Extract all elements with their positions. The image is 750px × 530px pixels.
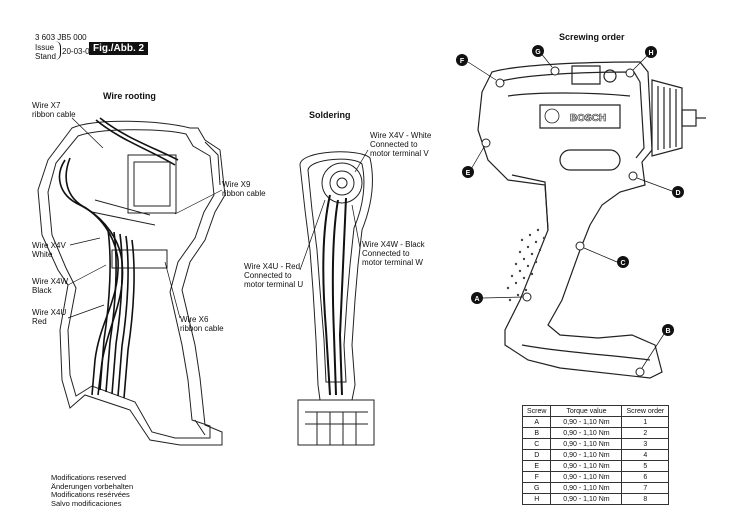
- svg-text:H: H: [648, 50, 653, 57]
- label-solder-x4w: Wire X4W - Black Connected to motor term…: [362, 240, 425, 267]
- cell-order: 6: [621, 471, 670, 483]
- cell-order: 5: [621, 460, 670, 472]
- cell-screw: F: [521, 471, 552, 483]
- cell-torque: 0,90 - 1,10 Nm: [550, 471, 623, 483]
- soldering-title: Soldering: [309, 110, 351, 120]
- cell-screw: D: [521, 449, 552, 461]
- svg-text:B: B: [665, 328, 670, 335]
- col-screw: Screw: [521, 405, 552, 417]
- wire-rooting-leaders: [67, 117, 223, 319]
- col-torque-value: Torque value: [550, 405, 623, 417]
- svg-text:D: D: [675, 190, 680, 197]
- soldering-housing: [297, 151, 375, 446]
- brace: [55, 41, 61, 60]
- marker-G: G: [532, 45, 544, 57]
- marker-H: H: [645, 46, 657, 58]
- marker-C: C: [617, 256, 629, 268]
- label-wire-x7: Wire X7 ribbon cable: [32, 101, 76, 119]
- svg-text:F: F: [460, 58, 465, 65]
- label-wire-x6: Wire X6 ribbon cable: [180, 315, 224, 333]
- label-wire-x4w-black: Wire X4W Black: [32, 277, 68, 295]
- wire-rooting-title: Wire rooting: [103, 91, 156, 101]
- cell-order: 4: [621, 449, 670, 461]
- cell-screw: H: [521, 493, 552, 505]
- drill-outline: [477, 61, 706, 379]
- label-wire-x9: Wire X9 ribbon cable: [222, 180, 266, 198]
- stand-label: Stand: [35, 52, 56, 61]
- svg-text:G: G: [535, 49, 541, 56]
- cell-order: 2: [621, 427, 670, 439]
- cell-torque: 0,90 - 1,10 Nm: [550, 460, 623, 472]
- brand-logo: BOSCH: [570, 113, 606, 124]
- col-screw-order: Screw order: [621, 405, 670, 417]
- label-wire-x4u-red: Wire X4U Red: [32, 308, 67, 326]
- screw-holes: [481, 66, 645, 377]
- wire-rooting-housing: [37, 120, 226, 446]
- cell-torque: 0,90 - 1,10 Nm: [550, 416, 623, 428]
- svg-text:C: C: [620, 260, 625, 267]
- soldering-wires: [322, 194, 347, 396]
- cell-order: 7: [621, 482, 670, 494]
- cell-torque: 0,90 - 1,10 Nm: [550, 449, 623, 461]
- cell-screw: E: [521, 460, 552, 472]
- cell-torque: 0,90 - 1,10 Nm: [550, 493, 623, 505]
- mod-line-de: Änderungen vorbehalten: [51, 481, 134, 491]
- cell-screw: B: [521, 427, 552, 439]
- marker-D: D: [672, 186, 684, 198]
- cell-screw: A: [521, 416, 552, 428]
- cell-order: 3: [621, 438, 670, 450]
- issue-date: 20-03-01: [62, 47, 95, 56]
- drill-grip-texture: [506, 228, 546, 302]
- cell-order: 8: [621, 493, 670, 505]
- cell-torque: 0,90 - 1,10 Nm: [550, 438, 623, 450]
- svg-text:E: E: [466, 170, 471, 177]
- cell-order: 1: [621, 416, 670, 428]
- label-solder-x4u: Wire X4U - Red Connected to motor termin…: [244, 262, 304, 289]
- cell-torque: 0,90 - 1,10 Nm: [550, 482, 623, 494]
- doc-number: 3 603 JB5 000: [35, 33, 87, 42]
- mod-line-fr: Modifications resérvées: [51, 490, 130, 500]
- cell-screw: G: [521, 482, 552, 494]
- soldering-leaders: [299, 149, 369, 271]
- label-wire-x4v-white: Wire X4V White: [32, 241, 66, 259]
- marker-B: B: [662, 324, 674, 336]
- mod-line-es: Salvo modificaciones: [51, 498, 122, 508]
- figure-label: Fig./Abb. 2: [89, 42, 149, 55]
- cell-screw: C: [521, 438, 552, 450]
- svg-text:A: A: [474, 296, 479, 303]
- brand-logo-circle: [544, 108, 560, 124]
- marker-A: A: [471, 292, 483, 304]
- label-solder-x4v: Wire X4V - White Connected to motor term…: [370, 131, 432, 158]
- marker-E: E: [462, 166, 474, 178]
- issue-label: Issue: [35, 43, 55, 52]
- wire-rooting-bundle: [58, 117, 179, 399]
- screwing-order-title: Screwing order: [559, 32, 625, 42]
- modifications-notice: Modifications reserved Änderungen vorbeh…: [51, 473, 134, 508]
- cell-torque: 0,90 - 1,10 Nm: [550, 427, 623, 439]
- mod-line-en: Modifications reserved: [51, 473, 127, 482]
- marker-F: F: [456, 54, 468, 66]
- torque-table-header: Screw Torque value Screw order: [521, 405, 670, 417]
